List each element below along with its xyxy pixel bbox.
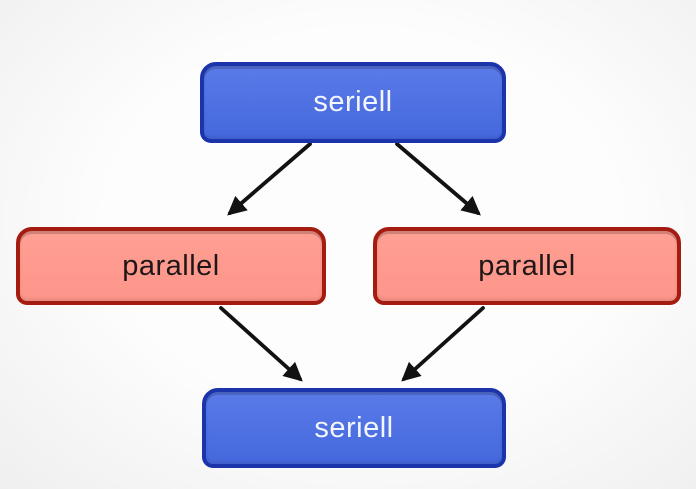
node-parallel-left-label: parallel [122,249,220,282]
node-seriell-bottom-label: seriell [314,411,394,444]
node-seriell-bottom: seriell [202,388,506,468]
arrow-right-parallel-to-bottom [401,306,485,382]
arrow-top-to-left-parallel [227,142,312,216]
node-seriell-top-label: seriell [313,86,393,118]
node-parallel-right: parallel [373,227,681,305]
arrow-top-to-right-parallel [395,142,481,216]
arrow-left-parallel-to-bottom [219,306,303,382]
node-parallel-left: parallel [16,227,326,305]
node-parallel-right-label: parallel [478,249,576,282]
node-seriell-top: seriell [200,62,506,143]
